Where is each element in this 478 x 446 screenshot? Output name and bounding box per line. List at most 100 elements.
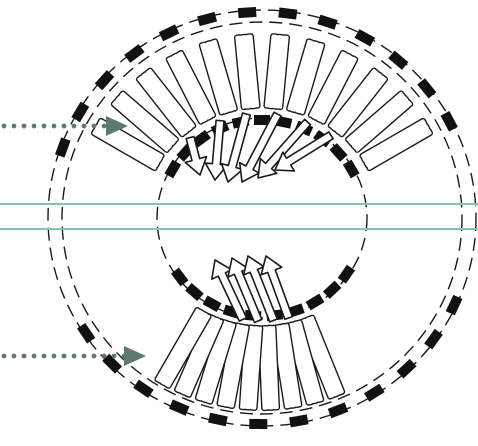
outer-block-ring-upper: [55, 6, 458, 158]
zigzag-strip-inner: [272, 324, 301, 409]
zigzag-strip-inner: [360, 119, 432, 170]
membrane-block: [417, 78, 437, 99]
arrow-dot: [41, 123, 47, 129]
zigzag-strip-inner: [235, 34, 260, 109]
zigzag-strip-inner: [264, 34, 289, 109]
arrow-dot: [91, 353, 97, 359]
arrow-dot: [71, 123, 77, 129]
outer-block-ring-lower: [77, 294, 463, 430]
hollow-arrow-icon: [257, 118, 312, 179]
membrane-block: [337, 264, 356, 284]
membrane-block: [329, 143, 348, 162]
membrane-block: [168, 399, 190, 416]
membrane-block: [440, 111, 458, 132]
zigzag-strip-inner: [175, 314, 223, 397]
membrane-block: [354, 29, 376, 47]
membrane-block: [202, 295, 222, 312]
zigzag-strip-inner: [200, 39, 237, 115]
dotted-arrow-icon: [1, 346, 146, 366]
membrane-block: [158, 24, 180, 42]
arrow-dot: [71, 353, 77, 359]
membrane-block: [424, 328, 443, 350]
lower-hollow-arrows: [211, 255, 294, 324]
membrane-block: [278, 7, 298, 20]
zigzag-strip-inner: [155, 308, 211, 388]
zigzag-strip-inner: [346, 91, 412, 152]
arrow-dot: [51, 353, 57, 359]
arrow-head: [106, 116, 128, 136]
upper-hollow-arrows: [184, 111, 334, 183]
zigzag-strip-inner: [298, 316, 344, 399]
upper-fan: [91, 33, 433, 172]
arrow-dot: [11, 353, 17, 359]
zigzag-strip-inner: [329, 69, 387, 136]
dotted-arrow-icon: [1, 116, 128, 136]
membrane-block: [249, 418, 268, 430]
zigzag-strip-inner: [92, 119, 164, 170]
arrow-dot: [51, 123, 57, 129]
arrow-dot: [81, 123, 87, 129]
arrow-dot: [101, 353, 107, 359]
hollow-arrow-icon: [227, 257, 263, 324]
membrane-block: [71, 101, 90, 123]
membrane-block: [327, 402, 349, 419]
arrow-dot: [91, 123, 97, 129]
hollow-arrow-icon: [211, 259, 248, 322]
zigzag-strip-inner: [167, 51, 215, 124]
arrow-dot: [61, 353, 67, 359]
zigzag-strip-inner: [287, 39, 324, 115]
membrane-block: [317, 14, 338, 30]
zigzag-strip-inner: [259, 326, 279, 410]
membrane-block: [208, 412, 228, 427]
membrane-block: [254, 115, 270, 125]
membrane-block: [364, 383, 385, 402]
membrane-block: [102, 353, 122, 374]
hollow-arrow-icon: [260, 255, 294, 321]
hollow-arrow-icon: [242, 255, 279, 323]
membrane-block: [164, 159, 182, 179]
zigzag-strip-inner: [137, 69, 195, 136]
membrane-block: [124, 44, 145, 63]
arrow-head: [124, 346, 146, 366]
membrane-block: [192, 129, 211, 148]
membrane-block: [342, 159, 360, 179]
arrow-dot: [31, 123, 37, 129]
dashed-ring: [61, 21, 463, 415]
arrow-dot: [11, 123, 17, 129]
membrane-block: [445, 294, 463, 316]
membrane-block: [185, 282, 204, 302]
membrane-block: [133, 379, 154, 398]
hollow-arrow-icon: [238, 111, 282, 183]
membrane-block: [289, 414, 309, 428]
arrow-dot: [81, 353, 87, 359]
hollow-arrow-icon: [220, 112, 252, 183]
arrow-dot: [61, 123, 67, 129]
membrane-block: [77, 322, 96, 344]
membrane-block: [170, 267, 189, 287]
arrow-dot: [1, 353, 7, 359]
lower-fan: [154, 307, 346, 412]
membrane-block: [55, 137, 71, 158]
arrow-dot: [41, 353, 47, 359]
arrow-dot: [21, 123, 27, 129]
membrane-block: [94, 70, 115, 91]
membrane-block: [237, 6, 257, 19]
arrow-dot: [1, 123, 7, 129]
arrow-dot: [21, 353, 27, 359]
membrane-block: [197, 11, 218, 27]
membrane-block: [396, 358, 417, 379]
zigzag-strip-inner: [285, 320, 323, 405]
arrow-dot: [111, 353, 117, 359]
membrane-block: [305, 293, 325, 311]
arrow-dot: [101, 123, 107, 129]
membrane-block: [322, 280, 342, 299]
zigzag-strip-inner: [309, 51, 357, 124]
zigzag-strip-inner: [217, 323, 249, 408]
zigzag-strip-inner: [240, 325, 262, 410]
hollow-arrow-icon: [274, 131, 334, 172]
zigzag-strip-inner: [196, 319, 236, 404]
zigzag-strip-inner: [112, 91, 178, 152]
arrow-dot: [31, 353, 37, 359]
